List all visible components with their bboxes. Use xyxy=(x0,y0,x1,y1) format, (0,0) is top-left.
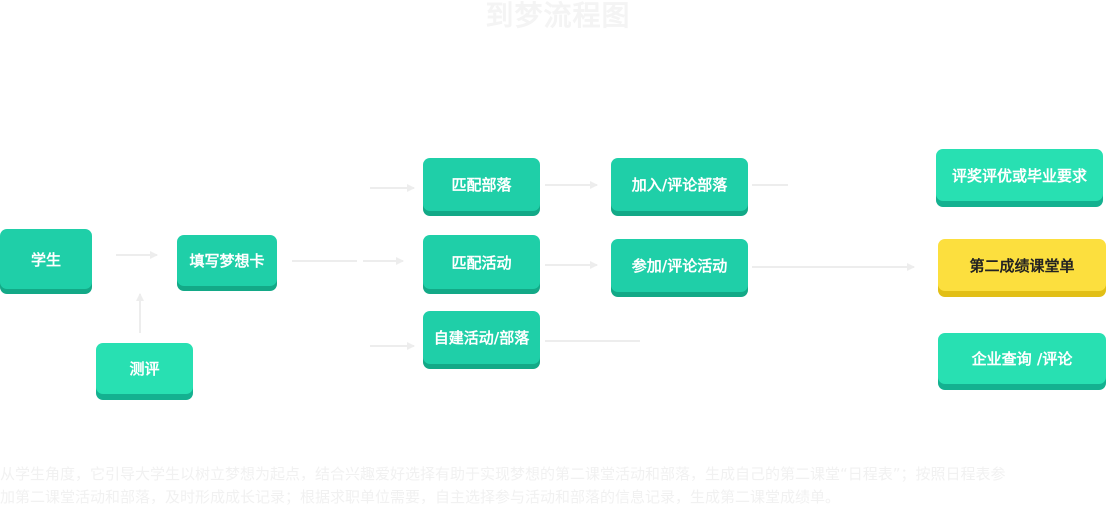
node-match-activity: 匹配活动 xyxy=(423,235,540,289)
node-award-requirements: 评奖评优或毕业要求 xyxy=(936,149,1103,201)
diagram-description: 从学生角度，它引导大学生以树立梦想为起点，结合兴趣爱好选择有助于实现梦想的第二课… xyxy=(0,463,1116,507)
description-line-2: 加第二课堂活动和部落，及时形成成长记录；根据求职单位需要，自主选择参与活动和部落… xyxy=(0,488,841,506)
node-student: 学生 xyxy=(0,229,92,289)
node-create-activity-tribe: 自建活动/部落 xyxy=(423,311,540,364)
node-join-comment-tribe: 加入/评论部落 xyxy=(611,158,748,211)
node-enterprise-query: 企业查询 /评论 xyxy=(938,333,1106,384)
description-line-1: 从学生角度，它引导大学生以树立梦想为起点，结合兴趣爱好选择有助于实现梦想的第二课… xyxy=(0,465,1006,483)
node-match-tribe: 匹配部落 xyxy=(423,158,540,211)
diagram-title: 到梦流程图 xyxy=(485,0,631,32)
node-assessment: 测评 xyxy=(96,343,193,394)
node-fill-dream-card: 填写梦想卡 xyxy=(177,235,277,286)
node-second-transcript: 第二成绩课堂单 xyxy=(938,239,1106,291)
node-join-comment-activity: 参加/评论活动 xyxy=(611,239,748,292)
